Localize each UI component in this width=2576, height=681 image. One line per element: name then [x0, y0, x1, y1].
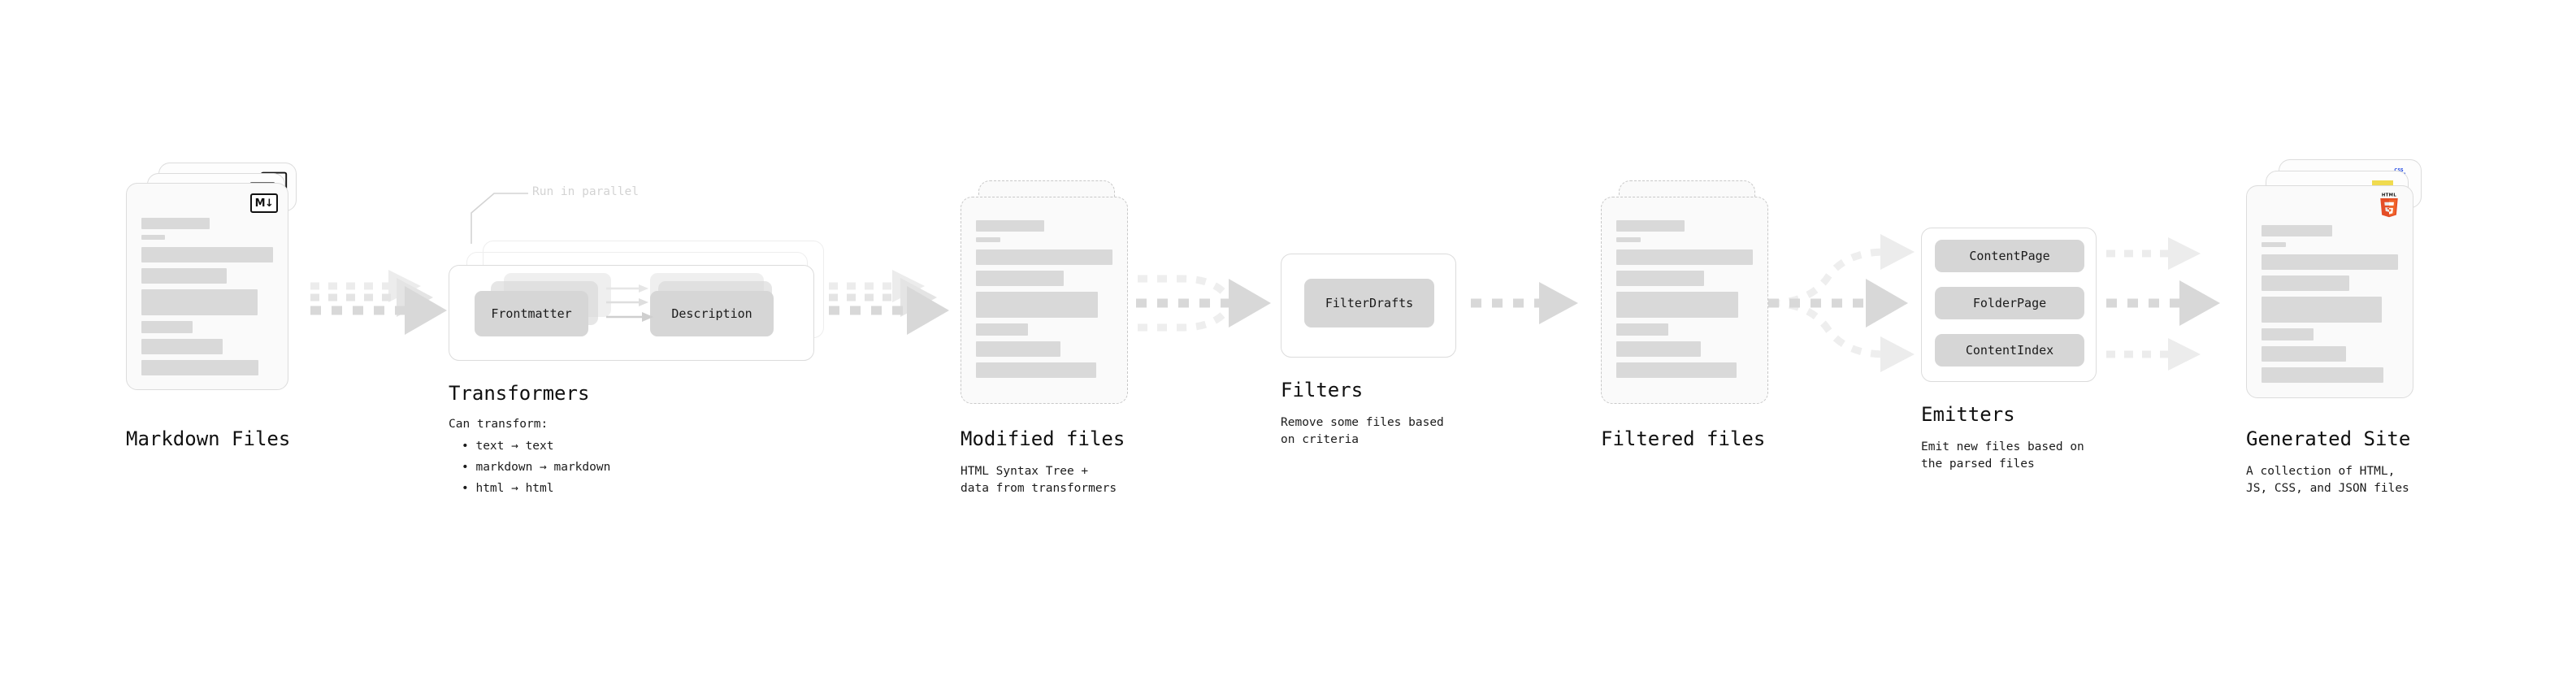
run-in-parallel-label: Run in parallel [532, 185, 639, 198]
modified-file-content [976, 220, 1112, 384]
arrow-modified-to-filters [1136, 275, 1271, 332]
content-bar [1616, 237, 1641, 242]
emitters-group[interactable]: ContentPage FolderPage ContentIndex [1921, 228, 2097, 382]
content-bar [976, 323, 1028, 336]
content-bar [2262, 297, 2382, 323]
stage-title-emitters: Emitters [1921, 403, 2015, 426]
stage-subtitle-filters: Remove some files based on criteria [1281, 416, 1444, 447]
stage-title-generated-site: Generated Site [2246, 427, 2411, 450]
filtered-file-content [1616, 220, 1753, 384]
markdown-file-front[interactable]: M↓ [126, 183, 288, 390]
content-bar [1616, 220, 1685, 232]
transformer-inner-arrows [606, 284, 653, 322]
content-bar [1616, 249, 1753, 265]
content-bar [976, 341, 1061, 357]
content-bar [976, 362, 1096, 378]
markdown-badge-label: M↓ [254, 197, 274, 210]
transformer-bullet-2: • html → html [462, 482, 554, 495]
content-bar [976, 271, 1064, 286]
content-bar [2262, 328, 2314, 340]
stage-title-transformers: Transformers [449, 382, 590, 405]
content-bar [2262, 225, 2333, 236]
content-bar [141, 268, 228, 284]
generated-site-stack: CSS HTML [2246, 159, 2441, 411]
content-bar [976, 292, 1098, 318]
content-bar [2262, 367, 2383, 383]
content-bar [2262, 242, 2287, 247]
svg-text:HTML: HTML [2382, 193, 2397, 198]
content-bar [141, 321, 193, 333]
plugin-pill-contentpage[interactable]: ContentPage [1935, 240, 2084, 272]
arrow-filters-to-filtered [1471, 282, 1578, 324]
stage-title-filtered-files: Filtered files [1601, 427, 1766, 450]
generated-file-html[interactable]: HTML [2246, 185, 2413, 398]
content-bar [141, 289, 258, 315]
content-bar [1616, 323, 1668, 336]
content-bar [141, 360, 259, 375]
generated-file-content [2262, 225, 2398, 388]
plugin-pill-folderpage[interactable]: FolderPage [1935, 287, 2084, 319]
stage-title-markdown-files: Markdown Files [126, 427, 291, 450]
content-bar [2262, 254, 2398, 270]
content-bar [1616, 271, 1704, 286]
stage-subtitle-generated-site: A collection of HTML, JS, CSS, and JSON … [2246, 465, 2409, 496]
transformer-bullet-0: • text → text [462, 440, 554, 453]
plugin-pill-description[interactable]: Description [650, 291, 774, 336]
arrow-markdown-to-transformers [310, 270, 447, 335]
content-bar [1616, 362, 1737, 378]
content-bar [141, 339, 223, 354]
filtered-files-stack [1601, 180, 1788, 416]
markdown-badge-front: M↓ [250, 193, 278, 213]
arrow-emitters-to-site [2106, 237, 2220, 371]
content-bar [976, 249, 1112, 265]
plugin-pill-frontmatter[interactable]: Frontmatter [475, 291, 588, 336]
transformers-group: Frontmatter Description [449, 241, 830, 362]
content-bar [141, 235, 166, 240]
arrow-filtered-to-emitters [1768, 234, 1915, 372]
modified-files-stack [961, 180, 1147, 416]
plugin-pill-filterdrafts[interactable]: FilterDrafts [1304, 279, 1434, 327]
markdown-files-stack: M↓ M↓ M↓ [126, 163, 313, 406]
html5-icon: HTML [2380, 193, 2398, 218]
content-bar [2262, 275, 2349, 291]
modified-file-front[interactable] [961, 197, 1128, 404]
stage-title-filters: Filters [1281, 379, 1364, 401]
stage-subtitle-transformers: Can transform: [449, 418, 549, 431]
content-bar [976, 220, 1044, 232]
content-bar [141, 247, 273, 262]
content-bar [1616, 292, 1738, 318]
filtered-file-front[interactable] [1601, 197, 1768, 404]
transformer-bullet-1: • markdown → markdown [462, 461, 611, 474]
run-in-parallel-leader [471, 193, 528, 244]
arrow-transformers-to-modified [829, 270, 949, 335]
plugin-pill-contentindex[interactable]: ContentIndex [1935, 334, 2084, 367]
stage-title-modified-files: Modified files [961, 427, 1125, 450]
stage-subtitle-modified-files: HTML Syntax Tree + data from transformer… [961, 465, 1117, 496]
content-bar [141, 218, 210, 229]
stage-subtitle-emitters: Emit new files based on the parsed files [1921, 440, 2084, 471]
filters-group[interactable]: FilterDrafts [1281, 254, 1456, 358]
content-bar [1616, 341, 1702, 357]
markdown-file-content [141, 218, 273, 381]
content-bar [976, 237, 1001, 242]
content-bar [2262, 346, 2347, 362]
